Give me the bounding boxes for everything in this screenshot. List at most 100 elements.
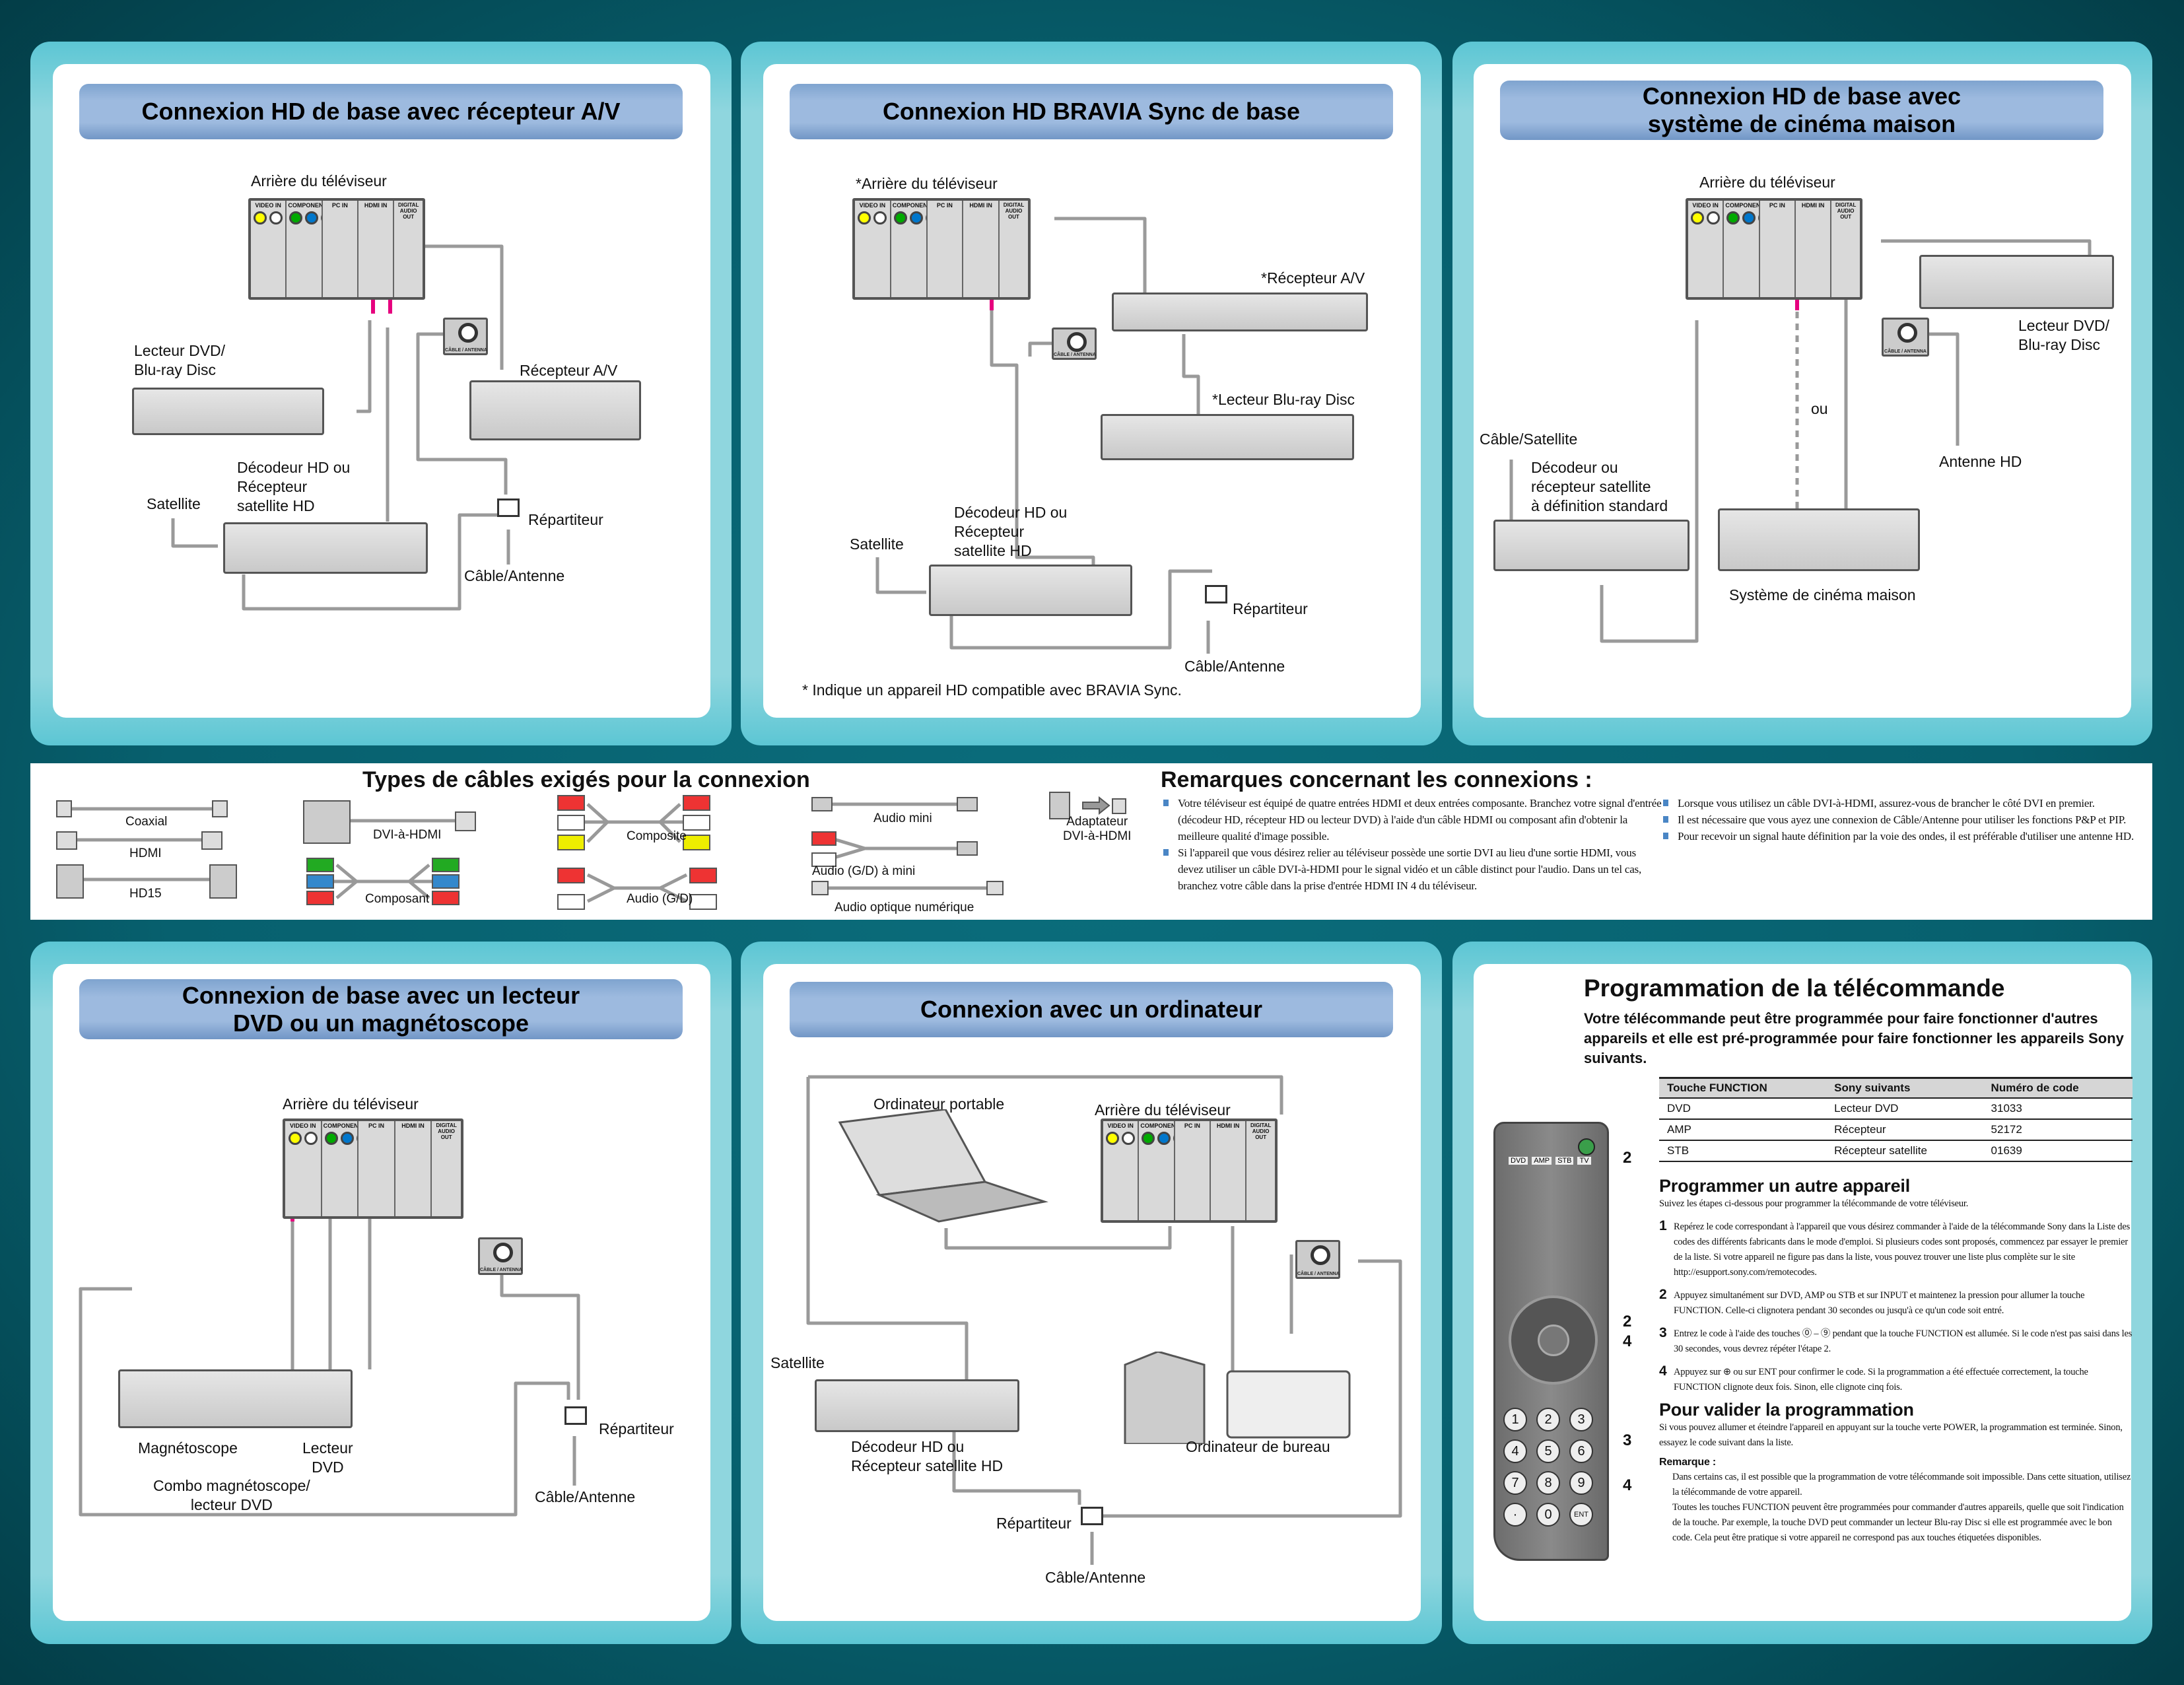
remote-key: 1 (1503, 1408, 1527, 1431)
cable-antenna-wall-plate: CÂBLE / ANTENNA (1882, 318, 1929, 357)
cable-box-label: CÂBLE / ANTENNA (1884, 349, 1927, 354)
tv-back-label: Arrière du téléviseur (251, 172, 387, 189)
step-text: Appuyez simultanément sur DVD, AMP ou ST… (1674, 1290, 2085, 1316)
remarks-col1: Votre téléviseur est équipé de quatre en… (1161, 795, 1662, 894)
other-device-title: Programmer un autre appareil (1659, 1176, 1911, 1196)
remote-key-tv: TV (1577, 1157, 1591, 1165)
remote-key: 9 (1569, 1471, 1593, 1495)
cables-remarks-band (30, 763, 2152, 920)
audio-lr-cable-icon (586, 873, 688, 903)
cable-line (990, 300, 1095, 565)
cable-line (806, 1077, 969, 1379)
note-title: Remarque : (1659, 1457, 1717, 1468)
programming-instructions: Programmer un autre appareil Suivez les … (1659, 1175, 2133, 1546)
tv-component-in-label: COMPONENT IN (1725, 202, 1758, 209)
cell: 31033 (1983, 1098, 2133, 1120)
audio-lr-label: Audio (G/D) (627, 892, 693, 906)
validate-title: Pour valider la programmation (1659, 1400, 1914, 1420)
cable-antenna-wall-plate: CÂBLE / ANTENNA (443, 318, 488, 355)
section-title: Connexion HD BRAVIA Sync de base (790, 84, 1393, 139)
remote-key: 3 (1569, 1408, 1593, 1431)
hd-decoder-device (815, 1379, 1019, 1432)
dpad-icon (1509, 1295, 1598, 1385)
dvd-label: Lecteur DVD/ Blu-ray Disc (134, 342, 226, 378)
cell: Lecteur DVD (1826, 1098, 1983, 1120)
dvi-hdmi-label: DVI-à-HDMI (373, 828, 442, 842)
vcr-label: Magnétoscope (138, 1439, 238, 1457)
tv-component-in-label: COMPONENT IN (892, 202, 928, 209)
note-item: Dans certains cas, il est possible que l… (1672, 1472, 2131, 1497)
remote-key: 8 (1536, 1471, 1560, 1495)
tv-component-in-label: COMPONENT IN (1140, 1122, 1173, 1129)
cable-box-label: CÂBLE / ANTENNA (1054, 353, 1096, 357)
table-header: Touche FUNCTION (1659, 1077, 1827, 1099)
home-theater-label: Système de cinéma maison (1729, 586, 1916, 603)
tv-hdmi-in-label: HDMI IN (1801, 202, 1825, 209)
tv-back-panel: VIDEO IN COMPONENT IN PC IN HDMI IN DIGI… (852, 198, 1031, 300)
desktop-label: Ordinateur de bureau (1186, 1438, 1330, 1455)
splitter-icon (1205, 585, 1227, 603)
cable-antenna-wall-plate: CÂBLE / ANTENNA (1052, 327, 1097, 360)
tv-back-label: *Arrière du téléviseur (856, 175, 998, 192)
splitter-icon (1081, 1507, 1103, 1525)
callout-number: 4 (1623, 1332, 1632, 1350)
splitter-label: Répartiteur (599, 1420, 674, 1437)
tv-video-in-label: VIDEO IN (290, 1122, 316, 1129)
tv-hdmi-in-label: HDMI IN (401, 1122, 425, 1129)
step-number: 2 (1659, 1287, 1667, 1302)
cable-line (79, 1287, 570, 1517)
bluray-player-device (1101, 414, 1354, 460)
function-code-table: Touche FUNCTION Sony suivants Numéro de … (1659, 1077, 2133, 1162)
component-label: Composant (365, 892, 430, 906)
av-receiver-device (469, 380, 641, 440)
cell: DVD (1659, 1098, 1827, 1120)
sd-decoder-device (1493, 520, 1689, 571)
cable-box-label: CÂBLE / ANTENNA (445, 348, 487, 353)
section-title: Connexion HD de base avec récepteur A/V (79, 84, 683, 139)
decoder-label: Décodeur ou récepteur satellite à défini… (1531, 459, 1668, 514)
remote-key: · (1503, 1503, 1527, 1527)
dvd-label: Lecteur DVD (302, 1439, 353, 1476)
hd15-label: HD15 (129, 887, 162, 901)
cable-line (949, 569, 1212, 650)
home-theater-device (1718, 508, 1920, 571)
vcr-dvd-combo-device (118, 1369, 353, 1428)
coaxial-label: Coaxial (125, 815, 168, 829)
cable-line (242, 513, 497, 611)
cell: Récepteur satellite (1826, 1140, 1983, 1162)
composite-label: Composite (627, 829, 687, 843)
receiver-label: Récepteur A/V (520, 362, 618, 379)
cable-antenna-label: Câble/Antenne (464, 567, 565, 584)
dvd-player-device (132, 388, 324, 435)
cell: STB (1659, 1140, 1827, 1162)
tv-back-panel: VIDEO IN COMPONENT IN PC IN HDMI IN DIGI… (1686, 198, 1862, 300)
cable-line (357, 320, 372, 413)
composite-cable-icon (568, 803, 700, 843)
callout-number: 2 (1623, 1313, 1632, 1330)
remark-item: Lorsque vous utilisez un câble DVI-à-HDM… (1660, 795, 2142, 811)
cable-types-title: Types de câbles exigés pour la connexion (362, 767, 810, 792)
tv-video-in-label: VIDEO IN (1692, 202, 1719, 209)
cable-antenna-label: Câble/Antenne (1045, 1569, 1146, 1586)
satellite-label: Satellite (850, 535, 904, 553)
remote-key: 5 (1536, 1439, 1560, 1463)
receiver-label: *Récepteur A/V (1261, 269, 1365, 287)
step-number: 4 (1659, 1363, 1667, 1379)
tv-pc-in-label: PC IN (936, 202, 953, 209)
laptop-icon (838, 1109, 1048, 1223)
cable-line (500, 1275, 580, 1400)
cable-line (418, 244, 504, 370)
tv-digital-audio-out-label: DIGITAL AUDIO OUT (436, 1122, 457, 1140)
tv-hdmi-in-label: HDMI IN (364, 202, 388, 209)
panel-inner (1474, 64, 2131, 718)
remote-key: 6 (1569, 1439, 1593, 1463)
satellite-label: Satellite (147, 495, 201, 512)
remote-key-dvd: DVD (1509, 1157, 1528, 1165)
remark-item: Pour recevoir un signal haute définition… (1660, 828, 2142, 844)
tv-power-button-icon (1578, 1138, 1595, 1155)
